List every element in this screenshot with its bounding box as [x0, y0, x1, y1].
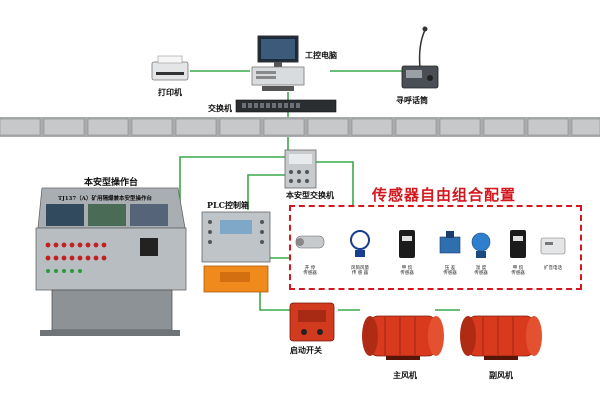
sensor-7-label: 扩音电话 — [544, 266, 562, 271]
sensor-3-label: 甲 烷 传感器 — [400, 266, 414, 276]
tunnel-roof — [0, 117, 600, 137]
sensor-5-icon — [471, 232, 491, 258]
sensor-3-icon — [399, 230, 415, 258]
sensor-7-icon — [540, 237, 566, 255]
ia-switch-label: 本安型交换机 — [286, 190, 334, 200]
console-graphic — [35, 187, 187, 336]
console-title: 本安型操作台 — [84, 178, 139, 188]
sensor-6-label: 甲 烷 传感器 — [511, 266, 525, 276]
printer-graphic — [151, 55, 189, 81]
printer-label: 打印机 — [158, 87, 182, 97]
start-switch-graphic — [289, 302, 335, 342]
sensor-1-icon — [295, 235, 325, 249]
main-fan-label: 主风机 — [393, 370, 417, 380]
workstation-label: 工控电脑 — [305, 50, 337, 60]
ia-switch-graphic — [284, 149, 317, 189]
sensor-1-label: 开 停 传感器 — [303, 266, 317, 276]
workstation-graphic — [251, 35, 305, 91]
sensor-5-label: 温 度 传感器 — [474, 266, 488, 276]
paging-mic-graphic — [401, 26, 439, 89]
sensor-2-icon — [350, 230, 370, 257]
sensor-group-box — [289, 205, 582, 290]
switch-graphic — [235, 99, 337, 113]
plc-box-label: PLC控制箱 — [207, 200, 250, 210]
main-fan-graphic — [362, 315, 444, 360]
plc-box-graphic — [201, 211, 271, 293]
sensor-4-label: 压 差 传感器 — [443, 266, 457, 276]
switch-label: 交换机 — [208, 103, 232, 113]
sensor-group-title: 传感器自由组合配置 — [372, 186, 517, 204]
sensor-icons — [295, 230, 566, 258]
sensor-2-label: 风筒风量 传 感 器 — [351, 266, 369, 276]
sensor-4-icon — [439, 231, 461, 254]
aux-fan-graphic — [460, 315, 542, 360]
paging-mic-label: 寻呼话筒 — [396, 95, 428, 105]
console-panel-title: TJ137（A）矿用隔爆兼本安型操作台 — [58, 196, 152, 202]
start-switch-label: 启动开关 — [290, 345, 322, 355]
sensor-6-icon — [510, 230, 526, 258]
aux-fan-label: 副风机 — [489, 370, 513, 380]
